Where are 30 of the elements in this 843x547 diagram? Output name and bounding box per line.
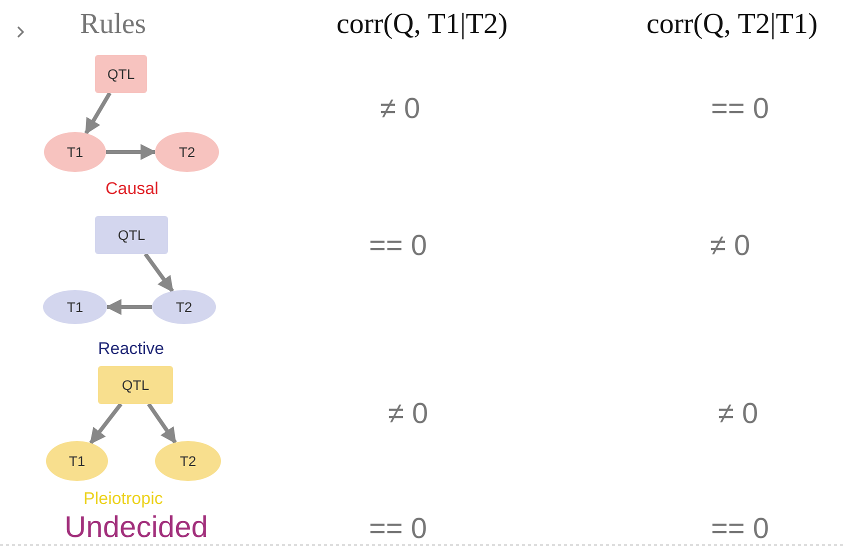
model-caption: Pleiotropic bbox=[84, 490, 163, 507]
trait-ellipse: T2 bbox=[155, 441, 221, 481]
column-header: corr(Q, T1|T2) bbox=[336, 10, 508, 39]
arrow bbox=[146, 402, 177, 444]
arrow bbox=[105, 299, 152, 315]
table-value: == 0 bbox=[711, 515, 770, 544]
trait-box: QTL bbox=[95, 55, 147, 93]
trait-box: QTL bbox=[95, 216, 168, 254]
table-value: ≠ 0 bbox=[388, 400, 428, 429]
trait-ellipse: T1 bbox=[43, 290, 107, 324]
section-heading: Rules bbox=[80, 10, 146, 39]
trait-ellipse: T1 bbox=[46, 441, 108, 481]
row-label: Undecided bbox=[64, 513, 208, 543]
table-value: ≠ 0 bbox=[710, 232, 750, 261]
arrow bbox=[106, 144, 157, 160]
trait-ellipse: T1 bbox=[44, 132, 106, 172]
trait-box: QTL bbox=[98, 366, 173, 404]
trait-ellipse: T2 bbox=[155, 132, 219, 172]
table-value: == 0 bbox=[711, 95, 770, 124]
trait-ellipse: T2 bbox=[152, 290, 216, 324]
table-value: ≠ 0 bbox=[380, 95, 420, 124]
arrow bbox=[89, 402, 122, 444]
model-caption: Causal bbox=[106, 180, 158, 197]
model-caption: Reactive bbox=[98, 340, 164, 357]
table-value: == 0 bbox=[369, 515, 428, 544]
arrow bbox=[84, 92, 112, 135]
arrow bbox=[144, 252, 174, 292]
table-value: ≠ 0 bbox=[718, 400, 758, 429]
table-value: == 0 bbox=[369, 232, 428, 261]
column-header: corr(Q, T2|T1) bbox=[646, 10, 818, 39]
